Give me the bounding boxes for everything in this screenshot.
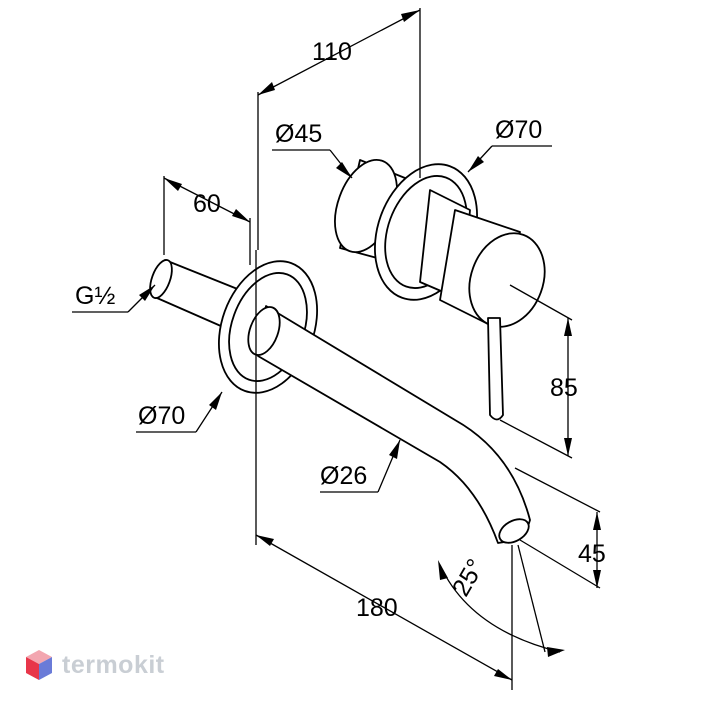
dim-45: 45: [578, 540, 606, 568]
mixer-body: [334, 158, 546, 421]
dim-diameter-70-left: Ø70: [138, 402, 185, 430]
dim-diameter-45: Ø45: [275, 120, 322, 148]
dim-diameter-26: Ø26: [320, 462, 367, 490]
dim-110: 110: [312, 38, 352, 66]
dim-180: 180: [356, 594, 398, 622]
cube-logo-icon: [26, 650, 52, 680]
brand-name: termokit: [62, 650, 165, 679]
dim-thread: G½: [75, 282, 115, 310]
brand-watermark: termokit: [24, 648, 165, 682]
spout-assembly: [149, 259, 531, 544]
dimension-lines: [72, 8, 601, 690]
dim-diameter-70-top: Ø70: [495, 116, 542, 144]
dim-85: 85: [550, 374, 578, 402]
dim-angle-25: 25°: [447, 554, 490, 601]
dim-60: 60: [193, 190, 221, 218]
